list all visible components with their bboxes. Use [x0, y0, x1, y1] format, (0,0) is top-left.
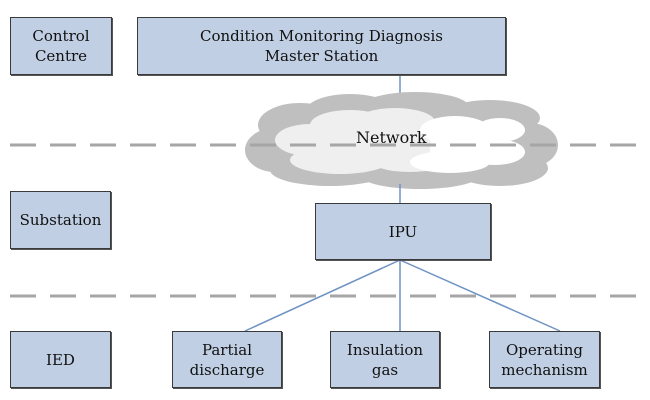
tier-substation: Substation: [10, 191, 111, 249]
tier-substation-label: Substation: [19, 211, 102, 229]
ied-node-label: Partial discharge: [189, 340, 265, 379]
network-label: Network: [356, 128, 427, 147]
master-station-label: Condition Monitoring Diagnosis Master St…: [199, 27, 443, 65]
master-station-node: Condition Monitoring Diagnosis Master St…: [137, 17, 506, 75]
ipu-label: IPU: [388, 222, 418, 241]
tier-control-centre: Control Centre: [10, 17, 112, 75]
tier-control-centre-label: Control Centre: [32, 27, 90, 65]
tier-ied-label: IED: [46, 350, 75, 369]
tier-ied: IED: [10, 331, 111, 388]
ied-node-partial-discharge: Partial discharge: [172, 331, 282, 388]
ied-node-insulation-gas: Insulation gas: [330, 331, 440, 388]
connector-ipu-to-operating-mechanism: [399, 259, 561, 332]
ipu-node: IPU: [315, 203, 491, 260]
ied-node-label: Insulation gas: [346, 340, 424, 379]
connector-ipu-to-partial-discharge: [244, 259, 401, 332]
ied-node-label: Operating mechanism: [501, 340, 588, 379]
network-cloud-icon: [245, 92, 558, 189]
ied-node-operating-mechanism: Operating mechanism: [489, 331, 600, 388]
